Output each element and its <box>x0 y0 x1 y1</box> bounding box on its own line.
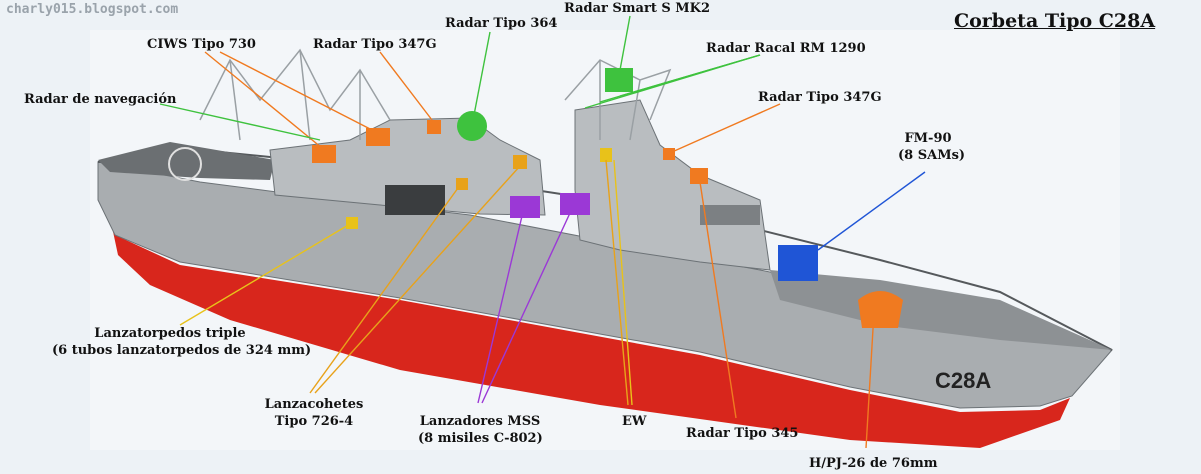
label-fm90: FM-90 (8 SAMs) <box>898 130 966 164</box>
label-torpedo-name: Lanzatorpedos triple <box>94 326 246 341</box>
label-ew: EW <box>622 414 647 429</box>
ew-antenna <box>600 148 612 162</box>
radar-347g-fwd <box>427 120 441 134</box>
hangar-opening <box>385 185 445 215</box>
torpedo-launcher <box>346 217 358 229</box>
label-radar-347g-fwd: Radar Tipo 347G <box>313 37 437 52</box>
label-radar-racal: Radar Racal RM 1290 <box>706 41 866 56</box>
leader-ew-1 <box>605 159 629 406</box>
radar-364 <box>457 111 487 141</box>
fm90-launcher <box>778 245 818 281</box>
radar-smart-s <box>605 68 633 92</box>
leader-rocket-2 <box>314 165 521 394</box>
helideck <box>98 142 275 180</box>
label-rocket-type: Tipo 726-4 <box>274 414 354 429</box>
label-radar-nav: Radar de navegación <box>24 92 177 107</box>
bridge-windows <box>700 205 760 225</box>
label-mss: Lanzadores MSS (8 misiles C-802) <box>418 413 543 447</box>
label-torpedo-detail: (6 tubos lanzatorpedos de 324 mm) <box>52 343 312 358</box>
forward-deck <box>770 270 1112 350</box>
leader-347g-aft <box>671 103 781 153</box>
label-ciws: CIWS Tipo 730 <box>147 37 256 52</box>
leader-ew-2 <box>613 159 633 406</box>
leader-mss-1 <box>477 215 523 404</box>
label-rocket: Lanzacohetes Tipo 726-4 <box>262 396 366 430</box>
label-mss-name: Lanzadores MSS <box>419 414 541 429</box>
ciws-aft <box>312 145 336 163</box>
leader-torpedo <box>179 223 351 326</box>
ciws-fwd <box>366 128 390 146</box>
leader-racal-3 <box>584 54 761 109</box>
hull-red <box>108 208 1070 448</box>
leader-smart-s <box>619 15 631 71</box>
leader-345 <box>699 181 737 419</box>
radar-347g-aft <box>663 148 675 160</box>
label-rocket-name: Lanzacohetes <box>264 397 364 412</box>
mss-launcher-1 <box>510 196 540 218</box>
label-gun: H/PJ-26 de 76mm <box>809 456 938 471</box>
page-title: Corbeta Tipo C28A <box>954 10 1156 32</box>
label-radar-smart-s: Radar Smart S MK2 <box>564 1 711 16</box>
label-torpedo: Lanzatorpedos triple (6 tubos lanzatorpe… <box>52 325 312 359</box>
leader-lines <box>159 15 926 449</box>
leader-364 <box>473 31 491 116</box>
leader-fm90 <box>817 171 926 251</box>
label-radar-347g-aft: Radar Tipo 347G <box>758 90 882 105</box>
forward-superstructure <box>574 99 771 271</box>
leader-ciws-2 <box>219 51 377 133</box>
blog-watermark: charly015.blogspot.com <box>6 2 179 17</box>
label-mss-detail: (8 misiles C-802) <box>418 431 543 446</box>
leader-ciws-1 <box>204 51 323 149</box>
mss-launcher-2 <box>560 193 590 215</box>
leader-gun <box>865 311 875 449</box>
leader-mss-2 <box>481 212 571 404</box>
leader-nav <box>159 103 321 141</box>
label-fm90-detail: (8 SAMs) <box>898 148 966 163</box>
label-radar-364: Radar Tipo 364 <box>445 16 558 31</box>
aft-mast <box>199 48 391 141</box>
aft-superstructure <box>269 117 546 216</box>
rocket-launcher <box>456 178 468 190</box>
leader-rocket-1 <box>309 187 459 394</box>
rocket-launcher-2 <box>513 155 527 169</box>
hull-number: C28A <box>935 368 991 393</box>
leader-347g-fwd <box>379 51 433 121</box>
label-fm90-name: FM-90 <box>904 131 952 146</box>
radar-345 <box>690 168 708 184</box>
helideck-marking <box>168 147 202 181</box>
label-radar-345: Radar Tipo 345 <box>686 426 799 441</box>
main-gun <box>858 291 903 328</box>
